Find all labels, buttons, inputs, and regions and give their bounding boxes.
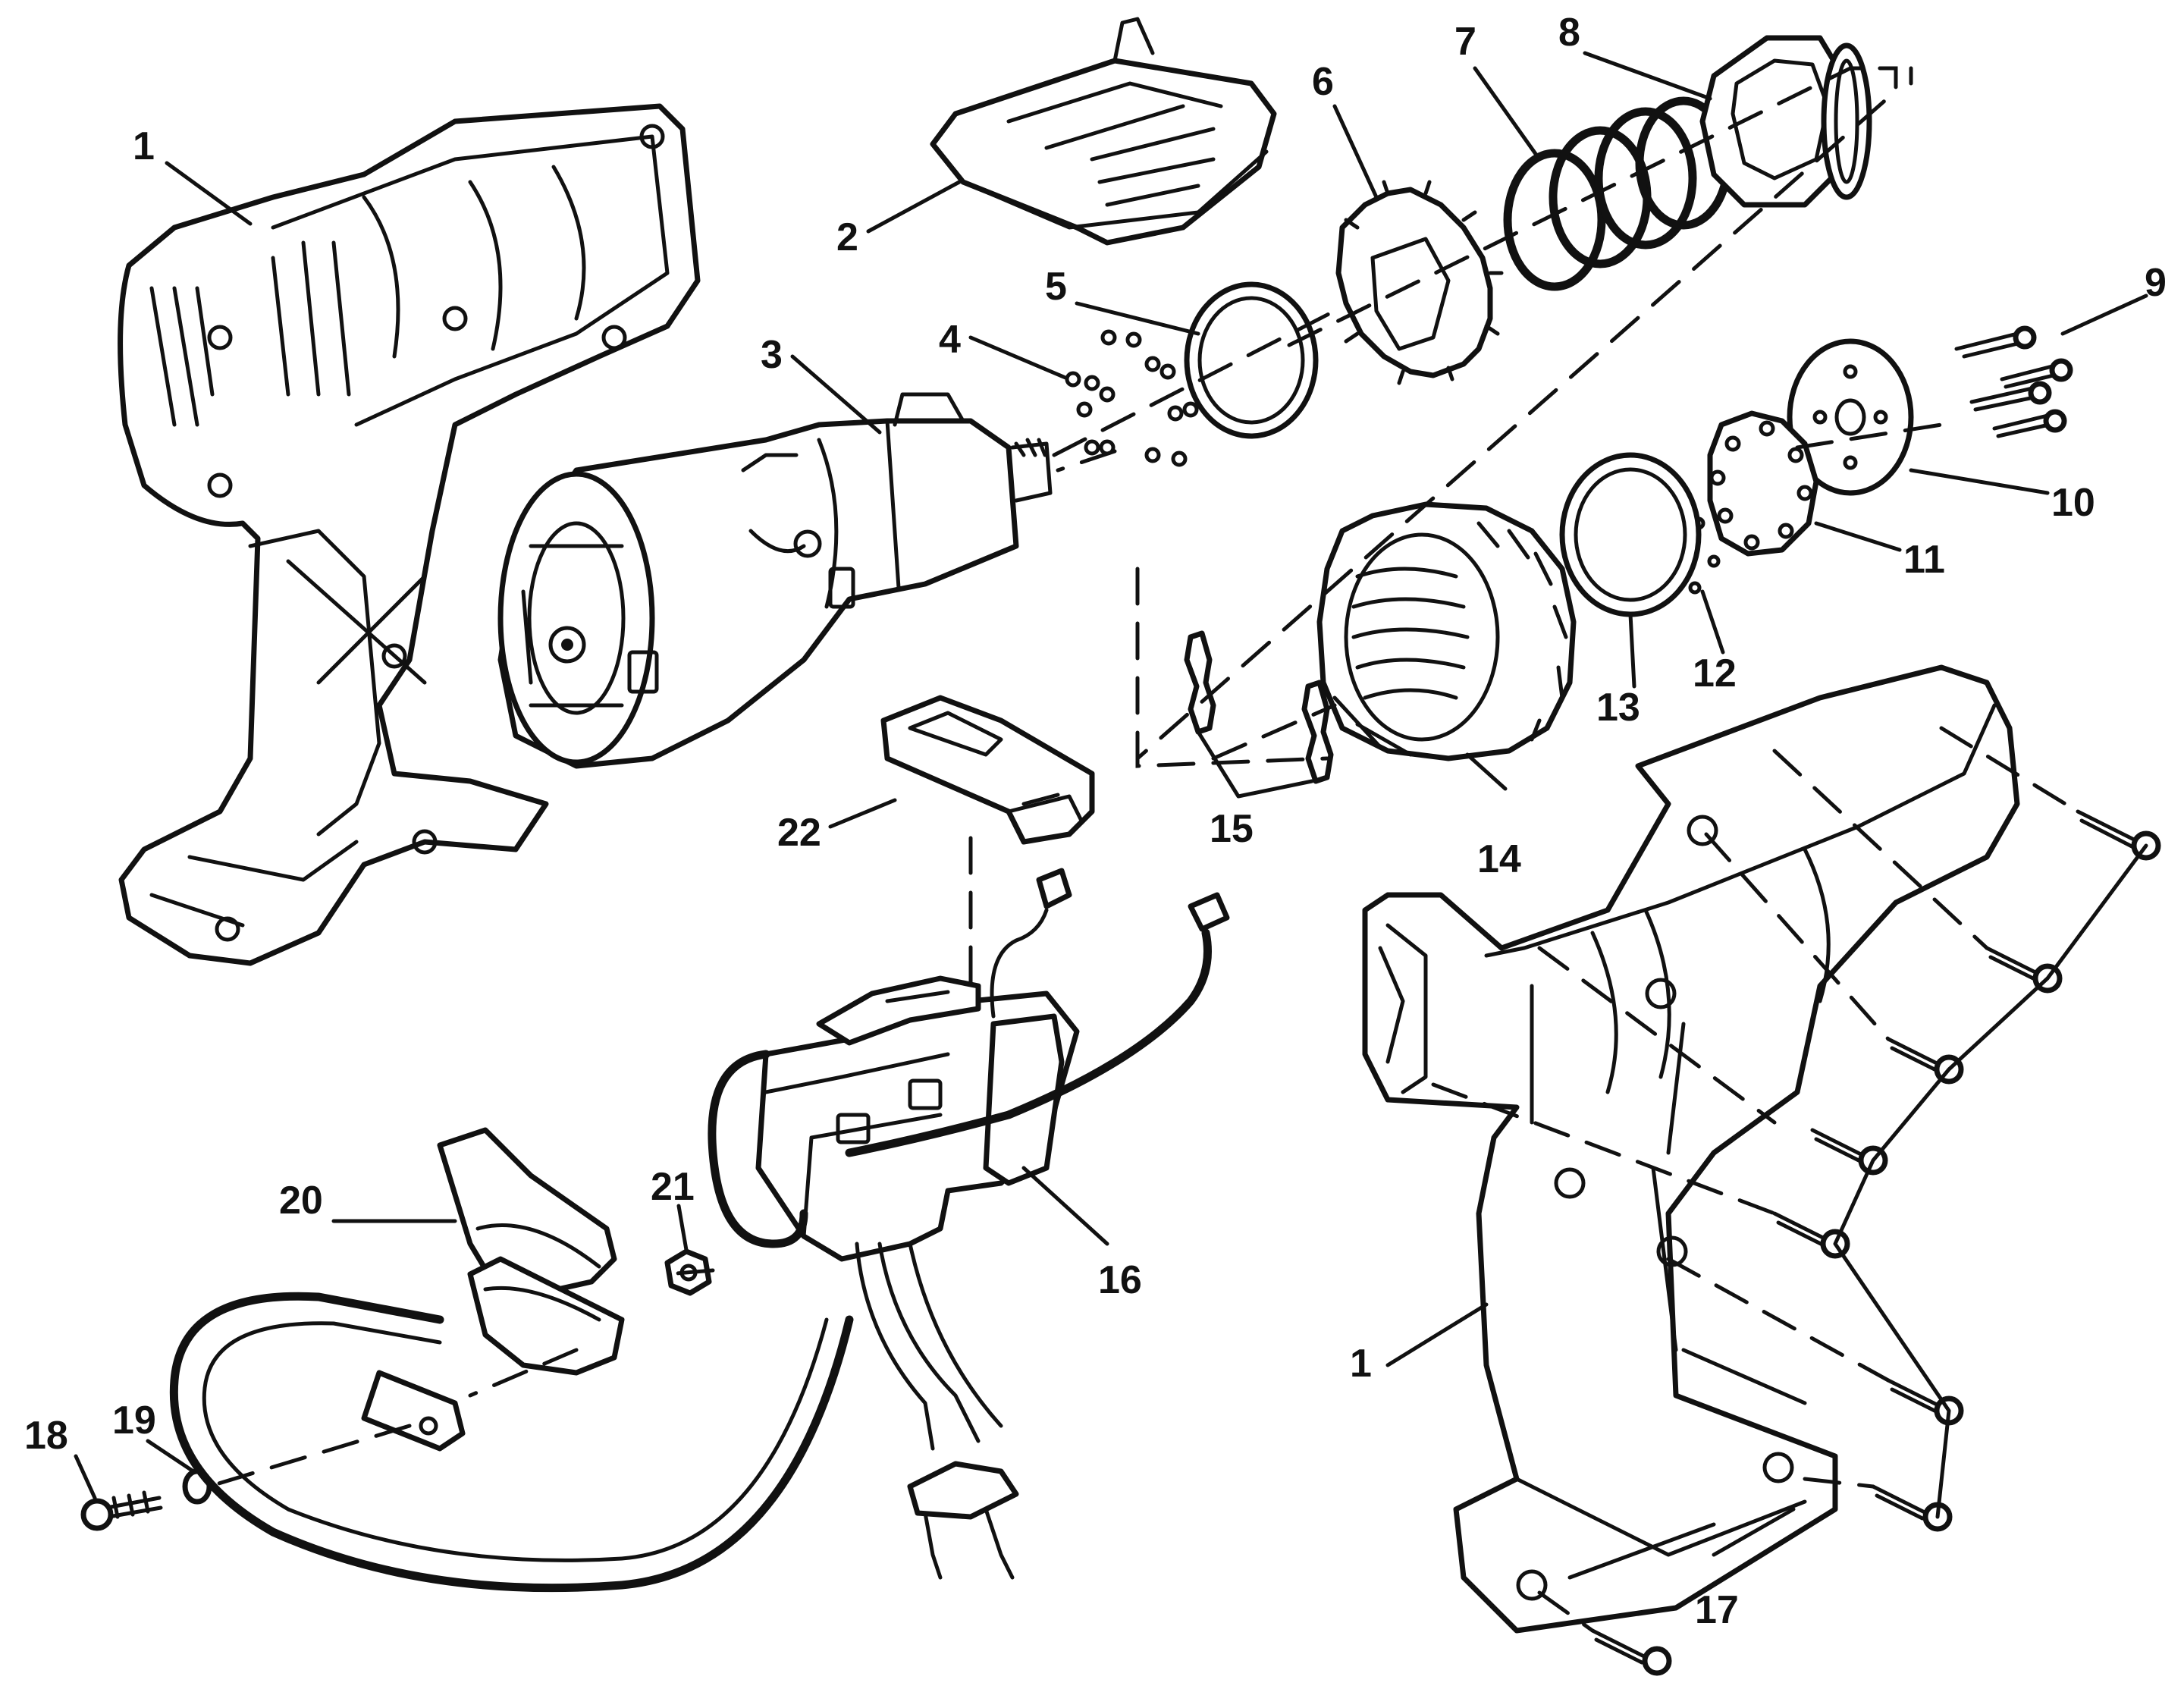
part-1-left-housing (118, 103, 701, 966)
part-20-brush-block (169, 1127, 854, 1593)
part-1-right-housing (1362, 664, 2020, 1634)
part-17-housing-screws (1590, 809, 2161, 1676)
callout-16: 16 (1098, 1258, 1142, 1302)
part-6-gear (1335, 180, 1504, 385)
part-15-clips (1184, 630, 1334, 784)
part-18-screw (80, 1490, 163, 1531)
part-9-screws (1954, 325, 2073, 438)
part-3-motor (497, 392, 1053, 769)
callout-labels: 1 2 3 4 5 6 7 8 9 10 11 12 13 14 15 16 1… (24, 11, 2167, 1632)
part-14-gear-housing (1316, 501, 1577, 761)
callout-8: 8 (1558, 11, 1580, 55)
callout-18: 18 (24, 1414, 68, 1458)
callout-9: 9 (2145, 261, 2167, 305)
callout-17: 17 (1695, 1588, 1739, 1632)
callout-13: 13 (1596, 686, 1640, 730)
leader-lines (74, 51, 2148, 1557)
part-5-ring-washer (1184, 281, 1319, 439)
callout-14: 14 (1477, 837, 1521, 881)
callout-6: 6 (1312, 60, 1334, 104)
callout-12: 12 (1693, 651, 1737, 695)
callout-15: 15 (1210, 807, 1254, 851)
part-16-switch-assembly (708, 868, 1230, 1580)
assembly-lines (206, 66, 2080, 1633)
part-13-ring (1559, 452, 1702, 617)
part-11-bearing-plate (1707, 410, 1819, 557)
part-2-top-cover (930, 17, 1277, 246)
callout-11: 11 (1903, 538, 1945, 582)
callout-1-right: 1 (1350, 1342, 1372, 1386)
callout-19: 19 (112, 1399, 156, 1443)
callout-20: 20 (279, 1179, 323, 1223)
callout-7: 7 (1454, 20, 1476, 64)
callout-1-left: 1 (133, 124, 155, 168)
callout-2: 2 (836, 215, 858, 259)
part-10-plate (1787, 338, 1914, 496)
callout-5: 5 (1045, 265, 1067, 309)
part-7-spring (1503, 96, 1732, 291)
callout-10: 10 (2051, 481, 2095, 525)
part-4-ball-bearings (1065, 329, 1199, 467)
callout-21: 21 (651, 1165, 695, 1209)
part-8-bushing (1699, 35, 1872, 208)
part-22-switch-cover (880, 695, 1095, 845)
callout-22: 22 (777, 811, 821, 855)
callout-3: 3 (761, 333, 783, 377)
callout-4: 4 (939, 318, 961, 362)
